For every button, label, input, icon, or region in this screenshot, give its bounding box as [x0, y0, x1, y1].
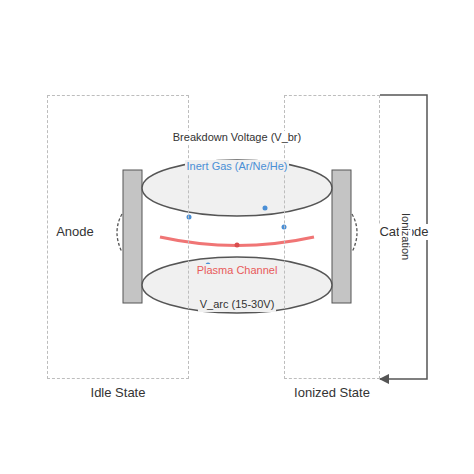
tube-bottom-ellipse [142, 257, 332, 313]
gas-atom [187, 215, 192, 220]
state-label: Idle State [91, 385, 146, 400]
anode-field-arc [117, 214, 122, 252]
anode-plate [123, 170, 142, 303]
voltage-label: V_arc (15-30V) [198, 298, 277, 311]
gas-label: Inert Gas (Ar/Ne/He) [185, 160, 290, 173]
plasma-label: Plasma Channel [195, 264, 280, 277]
plasma-dot [235, 243, 240, 248]
gas-atom [263, 206, 268, 211]
cathode-plate [332, 170, 351, 303]
cathode-field-arc [352, 214, 357, 252]
edge-label: Ionization [399, 211, 412, 262]
state-label: Ionized State [294, 385, 370, 400]
electrode-label: Anode [54, 224, 96, 240]
voltage-label: Breakdown Voltage (V_br) [171, 131, 303, 144]
tube-top-ellipse [142, 160, 332, 216]
